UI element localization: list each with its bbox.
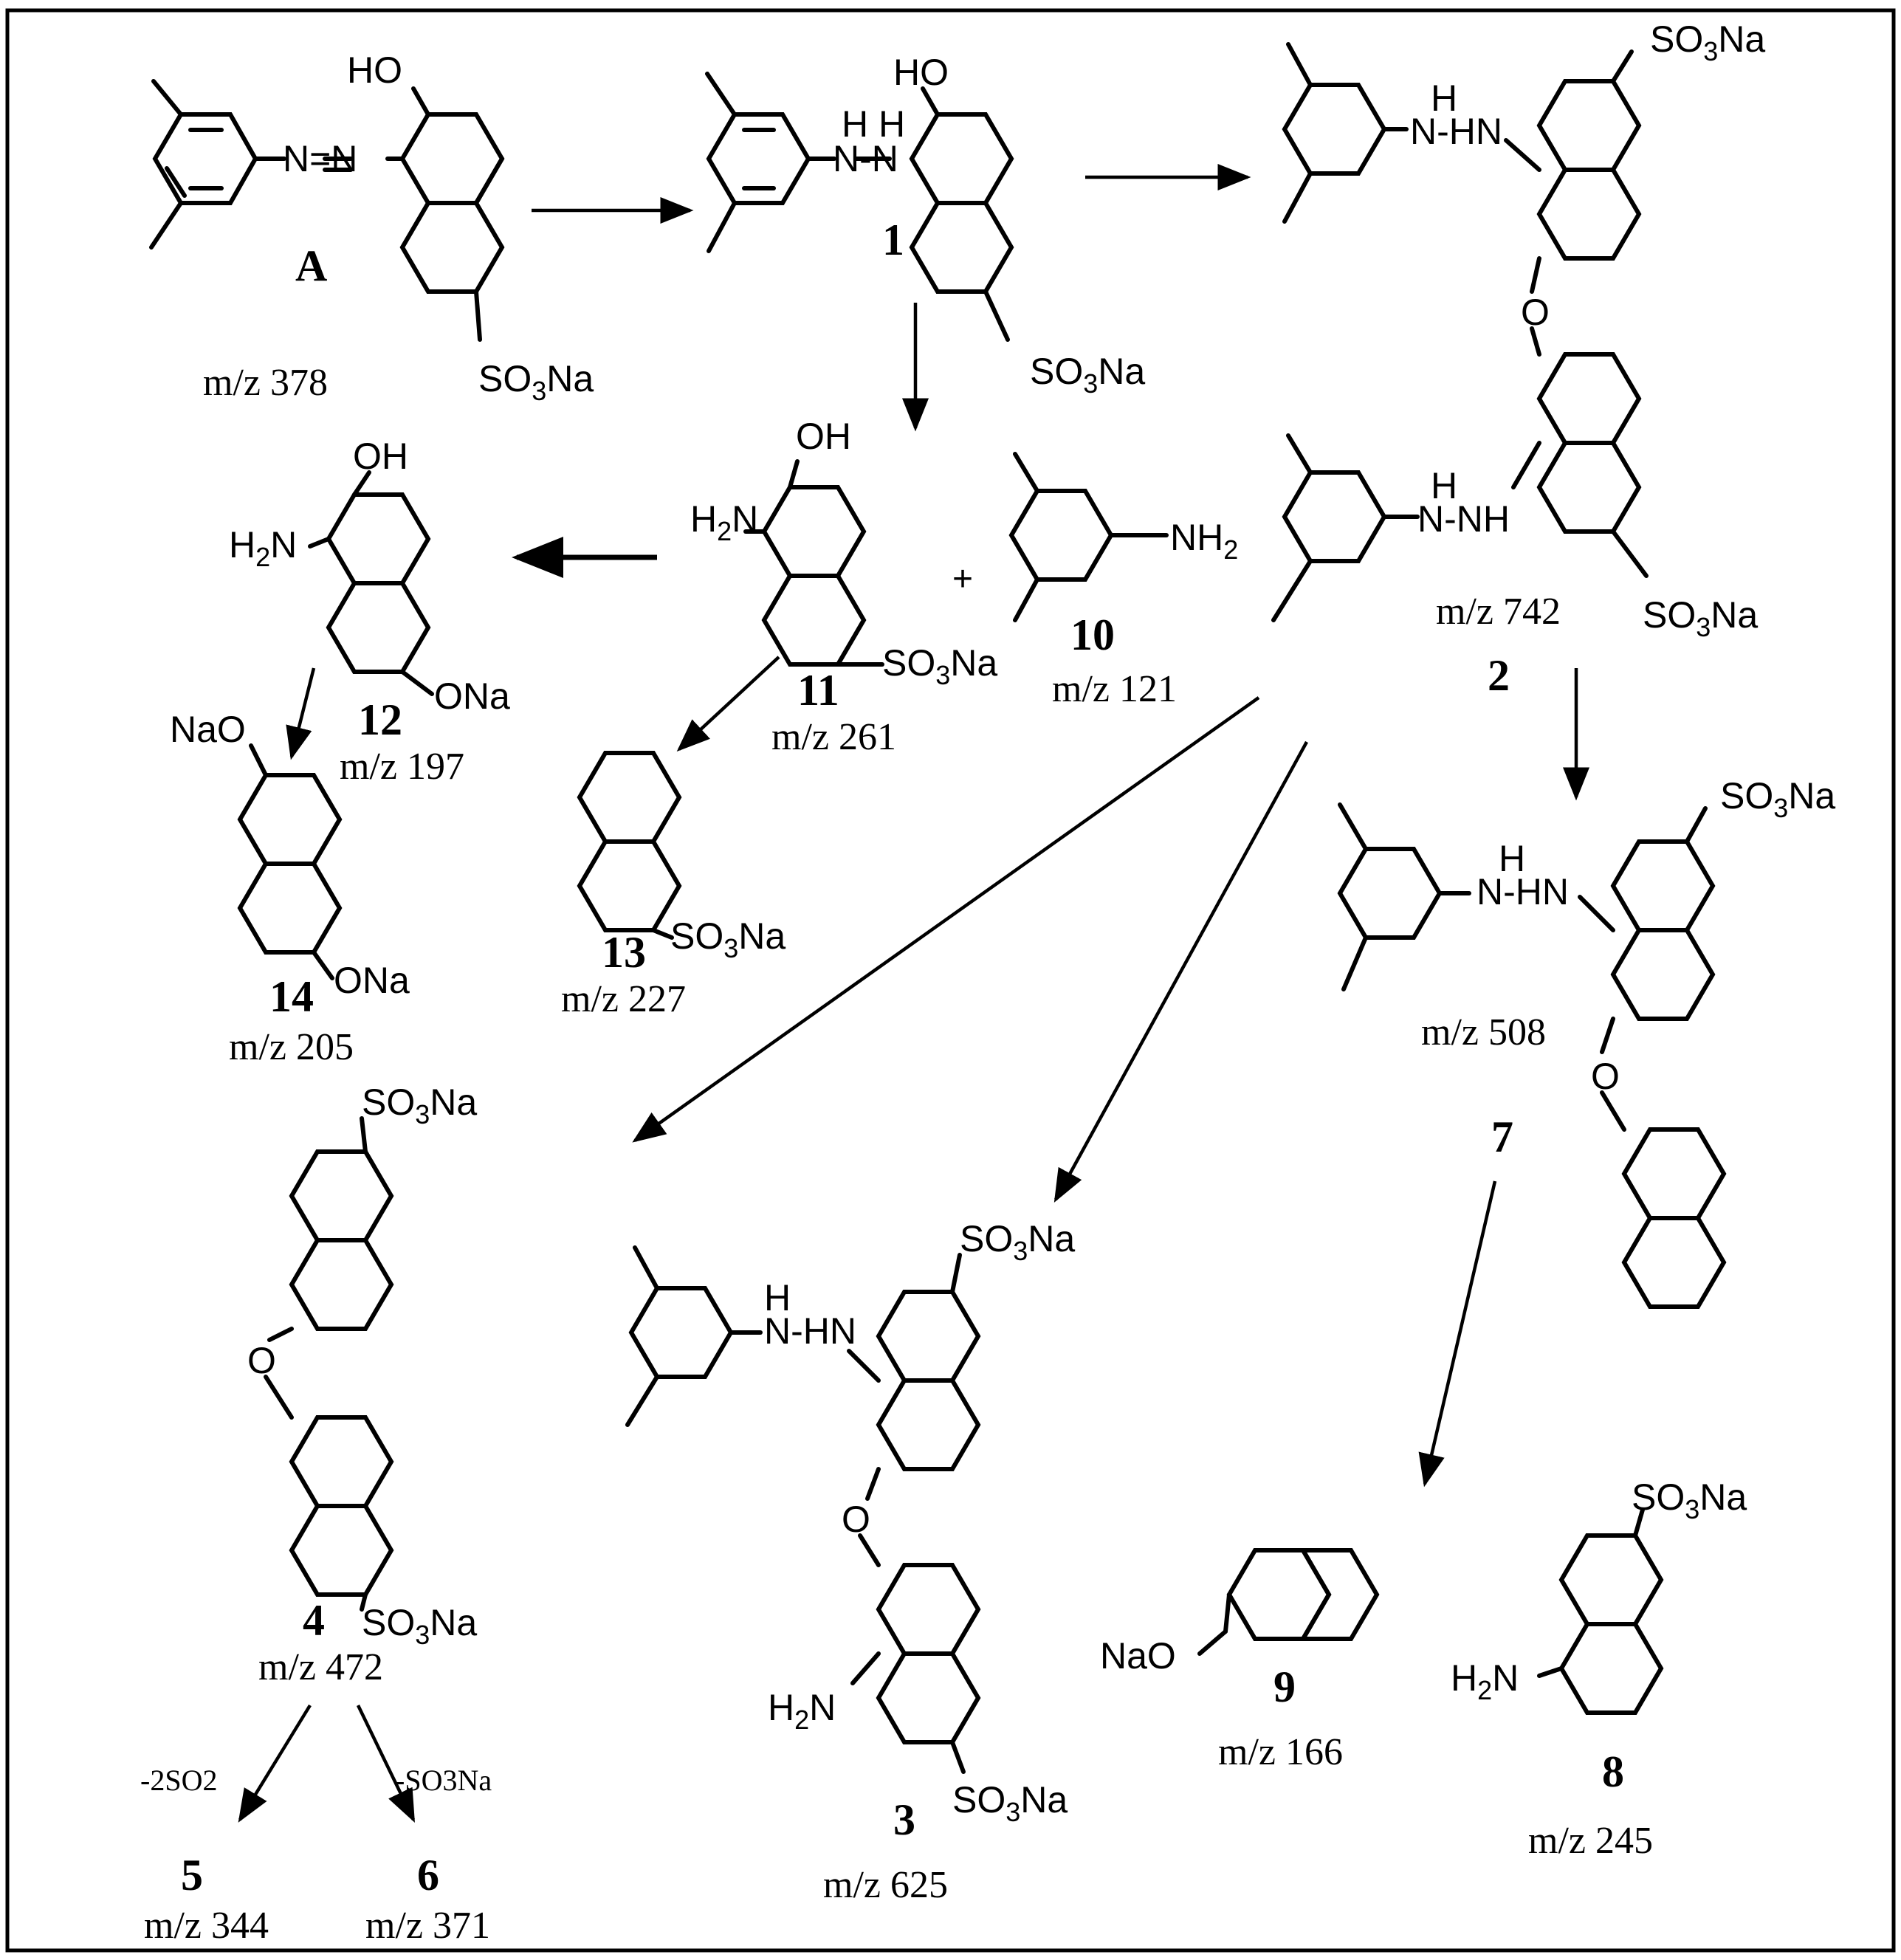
compound-id: 9 bbox=[1273, 1662, 1296, 1711]
mz-label: m/z 344 bbox=[144, 1905, 269, 1947]
hydroxyl-label: OH bbox=[796, 416, 851, 457]
hydrazo-label: N-NH bbox=[1417, 498, 1510, 540]
reaction-arrows: -2SO2 -SO3Na bbox=[140, 164, 1589, 1823]
mz-label: m/z 197 bbox=[340, 746, 464, 788]
ether-label: O bbox=[1521, 292, 1550, 333]
amine-label: H2N bbox=[768, 1687, 836, 1735]
compound-8: SO3Na H2N 8 m/z 245 bbox=[1451, 1476, 1747, 1862]
sulfonate-label: SO3Na bbox=[1632, 1476, 1747, 1524]
compound-4: SO3Na O SO3Na 4 m/z 472 bbox=[247, 1082, 477, 1688]
arrow-2-to-4 bbox=[632, 696, 1260, 1143]
mz-label: m/z 472 bbox=[258, 1646, 383, 1688]
compound-id: 4 bbox=[303, 1596, 325, 1645]
loss-label-so3na: -SO3Na bbox=[395, 1764, 492, 1797]
loss-label-so2: -2SO2 bbox=[140, 1764, 217, 1797]
amine-label: H2N bbox=[690, 498, 758, 546]
mz-label: m/z 121 bbox=[1052, 668, 1177, 710]
hydrazo-label: N-N bbox=[833, 138, 898, 179]
sulfonate-label: SO3Na bbox=[960, 1218, 1075, 1266]
azo-label: N=N bbox=[283, 138, 357, 179]
mz-label: m/z 205 bbox=[229, 1026, 354, 1068]
sulfonate-label: SO3Na bbox=[670, 915, 786, 963]
compound-14: NaO ONa 14 m/z 205 bbox=[170, 709, 410, 1068]
compound-2: SO3Na H N-HN O H N-NH SO3Na m/z 742 2 bbox=[1271, 18, 1765, 700]
compound-a: HO N=N SO3Na A m/z 378 bbox=[149, 49, 594, 406]
compound-7: SO3Na H N-HN O m/z 508 7 bbox=[1337, 775, 1835, 1309]
mz-label: m/z 625 bbox=[823, 1864, 948, 1906]
ether-label: O bbox=[842, 1499, 870, 1540]
arrow-11-to-13 bbox=[676, 656, 780, 752]
nh-h-label: H bbox=[764, 1277, 791, 1318]
plus-sign: + bbox=[952, 560, 973, 599]
mz-label: m/z 166 bbox=[1218, 1731, 1343, 1773]
sulfonate-label: SO3Na bbox=[1030, 351, 1145, 399]
mz-label: m/z 378 bbox=[203, 362, 328, 404]
mz-label: m/z 227 bbox=[561, 978, 686, 1020]
compound-id: 11 bbox=[797, 666, 839, 715]
phenolate-label: NaO bbox=[170, 709, 246, 750]
compound-6: 6 m/z 371 bbox=[365, 1851, 490, 1947]
ether-label: O bbox=[1591, 1056, 1620, 1097]
compound-id: 1 bbox=[882, 216, 904, 264]
hydroxyl-label: HO bbox=[347, 49, 402, 91]
sulfonate-label: SO3Na bbox=[882, 642, 997, 690]
hydroxyl-label: HO bbox=[893, 52, 949, 93]
compound-12: OH H2N ONa 12 m/z 197 bbox=[229, 436, 510, 788]
sulfonate-label: SO3Na bbox=[362, 1082, 477, 1129]
nh-h-label: H bbox=[1431, 465, 1457, 506]
phenolate-label: ONa bbox=[334, 960, 410, 1001]
arrow-4-to-6 bbox=[356, 1705, 416, 1823]
hydrazo-label: N-HN bbox=[1410, 111, 1502, 152]
compound-3: SO3Na H N-HN O H2N SO3Na 3 m/z 625 bbox=[625, 1218, 1075, 1906]
hydrazo-label: N-HN bbox=[764, 1310, 856, 1352]
sulfonate-label: SO3Na bbox=[1650, 18, 1765, 66]
nh-h-label: H bbox=[1499, 838, 1525, 879]
compound-id: 14 bbox=[269, 972, 314, 1021]
compound-5: 5 m/z 344 bbox=[144, 1851, 269, 1947]
compound-id: 13 bbox=[602, 928, 646, 977]
hydroxyl-label: OH bbox=[353, 436, 408, 477]
mz-label: m/z 371 bbox=[365, 1905, 490, 1947]
compound-1: HO H H N-N SO3Na 1 bbox=[705, 52, 1145, 399]
compound-13: SO3Na 13 m/z 227 bbox=[561, 751, 786, 1020]
sulfonate-label: SO3Na bbox=[1720, 775, 1835, 823]
compound-id: 12 bbox=[358, 695, 402, 744]
compound-9: NaO 9 m/z 166 bbox=[1100, 1548, 1380, 1773]
compound-id: 8 bbox=[1602, 1747, 1624, 1796]
scheme-frame bbox=[5, 8, 1896, 1953]
compound-id: 2 bbox=[1488, 651, 1510, 700]
compound-id: 3 bbox=[893, 1795, 915, 1844]
sulfonate-label: SO3Na bbox=[1643, 594, 1758, 642]
mz-label: m/z 508 bbox=[1421, 1011, 1546, 1053]
compound-id: A bbox=[295, 241, 327, 290]
mz-label: m/z 245 bbox=[1528, 1820, 1653, 1862]
mz-label: m/z 742 bbox=[1436, 591, 1561, 633]
arrow-7-to-8-9 bbox=[1418, 1180, 1497, 1488]
compound-10: NH2 10 m/z 121 bbox=[1008, 452, 1238, 710]
phenolate-label: NaO bbox=[1100, 1635, 1176, 1677]
compound-id: 10 bbox=[1070, 611, 1115, 659]
compound-id: 5 bbox=[181, 1851, 203, 1899]
arrow-2-to-3 bbox=[1053, 740, 1308, 1203]
hydrazo-label: N-HN bbox=[1477, 871, 1569, 912]
sulfonate-label: SO3Na bbox=[478, 358, 594, 406]
arrow-12-to-14 bbox=[286, 667, 316, 760]
arrow-4-to-5 bbox=[238, 1704, 312, 1823]
amine-label: NH2 bbox=[1170, 517, 1238, 565]
sulfonate-label: SO3Na bbox=[952, 1779, 1068, 1827]
mz-label: m/z 261 bbox=[771, 716, 896, 758]
compound-11: OH H2N SO3Na 11 m/z 261 bbox=[690, 416, 997, 758]
sulfonate-label: SO3Na bbox=[362, 1602, 477, 1650]
ether-label: O bbox=[247, 1340, 276, 1381]
amine-label: H2N bbox=[229, 524, 297, 572]
amine-label: H2N bbox=[1451, 1657, 1519, 1705]
phenolate-label: ONa bbox=[434, 675, 510, 717]
compound-id: 6 bbox=[417, 1851, 439, 1899]
nh-h-label: H bbox=[879, 103, 905, 145]
nh-h-label: H bbox=[842, 103, 868, 145]
nh-h-label: H bbox=[1431, 78, 1457, 119]
compound-id: 7 bbox=[1491, 1113, 1513, 1161]
